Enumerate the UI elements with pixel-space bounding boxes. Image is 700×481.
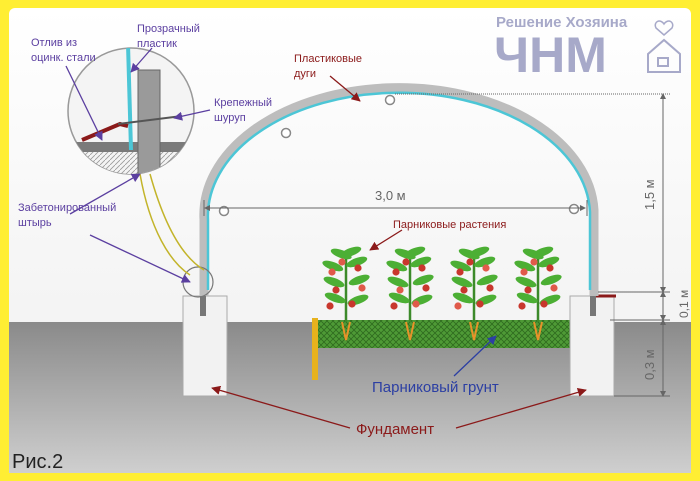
arch-joints bbox=[218, 94, 580, 217]
tomato-plant bbox=[322, 246, 370, 341]
tomato-plant bbox=[450, 246, 498, 341]
label-arrows bbox=[65, 47, 587, 429]
drip-edge-label-line1: Отлив из bbox=[31, 37, 77, 49]
top-height-dimension: 0,1 м bbox=[677, 290, 691, 318]
arches-label-line2: дуги bbox=[294, 68, 316, 80]
clear-plastic-film bbox=[206, 91, 592, 290]
foundation-label: Фундамент bbox=[356, 421, 434, 438]
tomato-plant bbox=[514, 246, 562, 341]
drip-edge-label-line2: оцинк. стали bbox=[31, 52, 96, 64]
clear-plastic-label-line2: пластик bbox=[137, 38, 177, 50]
brand-logo-text: ЧНМ bbox=[494, 27, 607, 83]
tomato-plant bbox=[386, 246, 434, 341]
bed-board bbox=[312, 318, 318, 380]
plastic-arch bbox=[199, 83, 599, 296]
screw-label-line2: шуруп bbox=[214, 112, 246, 124]
arches-label-line1: Пластиковые bbox=[294, 53, 362, 65]
greenhouse-soil-bed bbox=[318, 320, 570, 348]
brand-logo: Решение Хозяина ЧНМ bbox=[494, 14, 681, 83]
width-dimension: 3,0 м bbox=[375, 188, 406, 203]
pin-label-line2: штырь bbox=[18, 217, 52, 229]
clear-plastic-label-line1: Прозрачный bbox=[137, 23, 200, 35]
arch-height-dimension: 1,5 м bbox=[642, 179, 657, 210]
brand-tagline: Решение Хозяина bbox=[496, 14, 628, 31]
house-icon bbox=[647, 20, 681, 73]
greenhouse-plants bbox=[322, 246, 562, 341]
screw-label-line1: Крепежный bbox=[214, 97, 272, 109]
plants-label: Парниковые растения bbox=[393, 219, 506, 231]
soil-label: Парниковый грунт bbox=[372, 379, 499, 396]
pin-label-line1: Забетонированный bbox=[18, 202, 116, 214]
figure-caption: Рис.2 bbox=[12, 451, 63, 473]
dimension-lines bbox=[203, 93, 670, 397]
base-height-dimension: 0,3 м bbox=[642, 349, 657, 380]
